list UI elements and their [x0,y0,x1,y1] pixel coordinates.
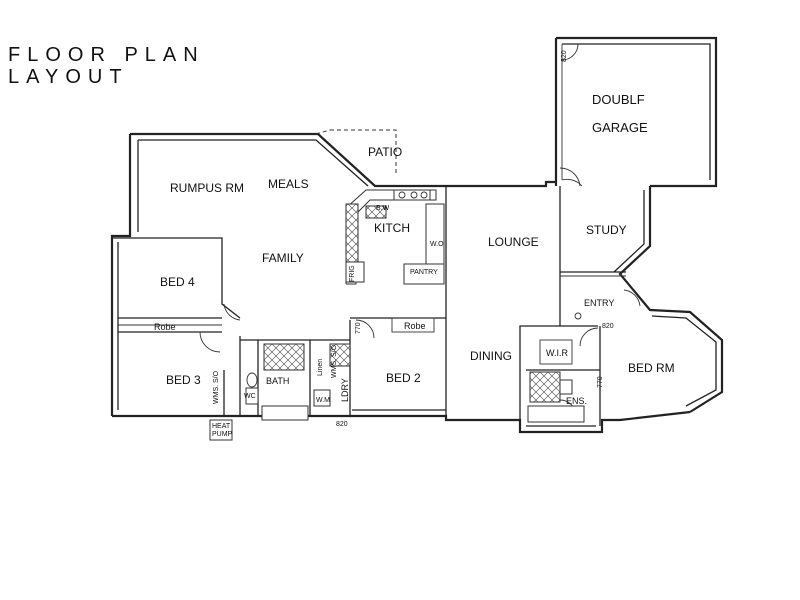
annot-garage-door: 820 [561,50,568,62]
annot-door-820-ldry: 820 [336,421,348,428]
label-heat-pump-1: HEAT [212,423,231,430]
heat-pump [209,419,233,441]
label-bed4: BED 4 [160,275,195,289]
room-labels: DOUBLF GARAGE PATIO RUMPUS RM MEALS KITC… [154,92,675,438]
annot-door-770-ens: 770 [597,376,604,388]
title-line-1: FLOOR PLAN [8,44,205,66]
plan-title: FLOOR PLAN LAYOUT [8,44,205,88]
annot-wm: W.M [316,397,330,404]
annot-door-820-bed: 820 [602,323,614,330]
annot-wo: W.O [430,241,444,248]
kitchen-fixtures [345,189,445,285]
label-kitchen: KITCH [374,221,410,235]
label-rumpus: RUMPUS RM [170,181,244,195]
label-garage-line1: DOUBLF [592,92,645,107]
title-line-2: LAYOUT [8,66,129,88]
interior-walls [112,186,626,426]
annotations: 820 770 770 820 820 B.W W.O PANTRY FRIG … [213,50,614,428]
label-heat-pump-2: PUMP [212,431,233,438]
garage-outline [554,36,718,188]
label-entry: ENTRY [584,298,614,308]
label-bed2: BED 2 [386,371,421,385]
north-walls [130,129,556,188]
south-walls [350,409,691,434]
west-walls [110,134,350,418]
annot-door-770-hall: 770 [355,322,362,334]
label-meals: MEALS [268,177,309,191]
door-swings [199,167,641,417]
label-robe-bed4: Robe [154,322,176,332]
label-linen: Linen [317,359,324,376]
label-ensuite: ENS. [566,396,587,406]
label-garage-line2: GARAGE [592,120,648,135]
label-dining: DINING [470,349,512,363]
wet-fixtures [245,343,585,423]
label-robe-bed2: Robe [404,321,426,331]
label-bed-master: BED RM [628,361,675,375]
annot-bw: B.W [376,205,390,212]
master-bay [613,186,724,413]
label-laundry: LDRY [340,378,350,402]
label-study: STUDY [586,223,627,237]
label-wir: W.I.R [546,348,568,358]
annot-fridge: FRIG [349,265,356,282]
annot-wms-bed3: WMS. S/O [213,370,220,404]
label-family: FAMILY [262,251,304,265]
label-bed3: BED 3 [166,373,201,387]
label-patio: PATIO [368,145,402,159]
annot-pantry: PANTRY [410,269,438,276]
annot-wms: WMS. S/O [331,344,338,378]
label-bath: BATH [266,376,289,386]
label-lounge: LOUNGE [488,235,539,249]
annot-wcs: WC [244,393,256,400]
